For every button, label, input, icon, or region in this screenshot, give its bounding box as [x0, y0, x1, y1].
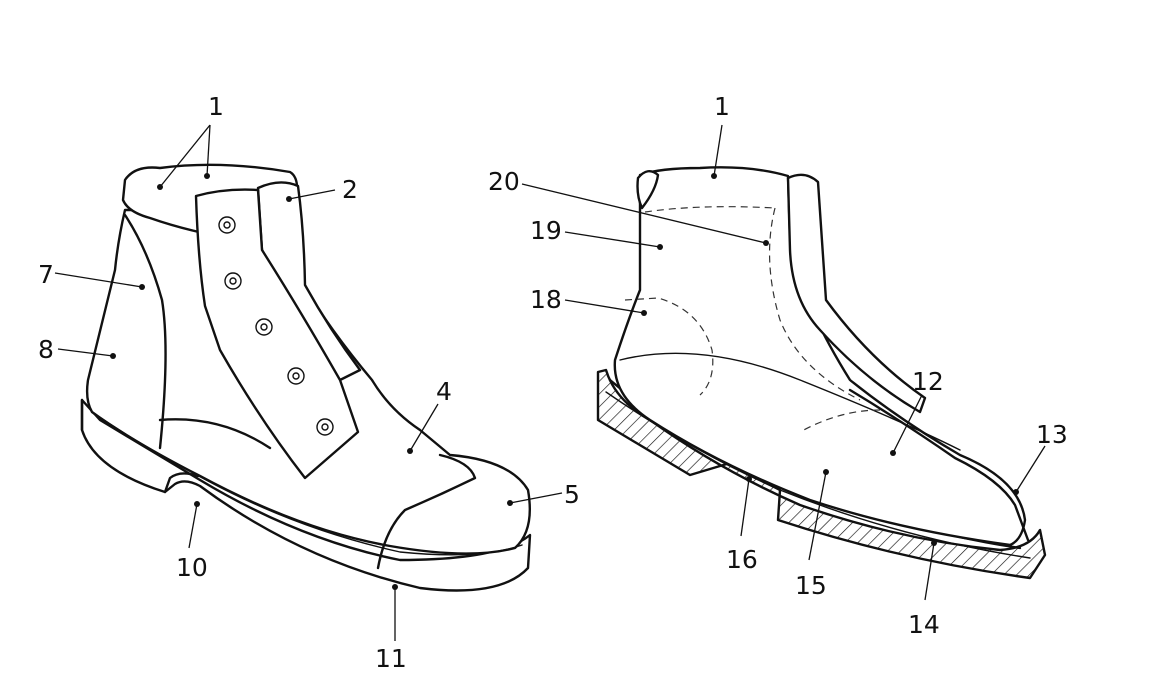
- left-boot-eyelet-flap: [194, 188, 360, 480]
- label-right-16: 16: [726, 545, 758, 574]
- left-boot-outsole: [80, 398, 532, 592]
- right-boot-leaders: [521, 124, 1046, 601]
- label-left-1: 1: [208, 92, 224, 121]
- label-right-14: 14: [908, 610, 940, 639]
- label-left-10: 10: [176, 553, 208, 582]
- right-boot-dashed-lining: [768, 207, 861, 401]
- left-boot-quarter-line: [123, 213, 167, 450]
- right-boot-reference-numbers: 1 20 19 18 12 13 16 15 14: [488, 92, 1068, 639]
- right-boot-dashed-counter: [624, 297, 714, 396]
- right-boot-toe-box: [848, 388, 1030, 542]
- label-right-12: 12: [912, 367, 944, 396]
- right-boot-drawing: 1 20 19 18 12 13 16 15 14: [488, 92, 1068, 639]
- left-boot-reference-numbers: 1 2 7 8 4 5 10 11: [38, 92, 580, 673]
- label-left-2: 2: [342, 175, 358, 204]
- label-left-4: 4: [436, 377, 452, 406]
- right-boot-dashed-collar: [644, 206, 776, 213]
- label-left-7: 7: [38, 260, 54, 289]
- right-boot-upper: [613, 166, 1027, 547]
- label-right-15: 15: [795, 571, 827, 600]
- label-right-18: 18: [530, 285, 562, 314]
- label-left-11: 11: [375, 644, 407, 673]
- left-boot-vamp-line: [158, 418, 272, 450]
- left-boot-welt: [91, 411, 523, 556]
- right-boot-inner-line: [619, 352, 961, 451]
- left-boot-leaders: [54, 124, 563, 641]
- left-boot-drawing: 1 2 7 8 4 5 10 11: [38, 92, 580, 673]
- left-boot-toecap: [376, 453, 477, 570]
- left-boot-eyelets: [218, 216, 334, 436]
- right-boot-tongue: [786, 173, 927, 414]
- label-right-19: 19: [530, 216, 562, 245]
- right-boot-collar-rear: [636, 170, 660, 210]
- right-boot-dashed-toe: [799, 409, 881, 433]
- label-left-5: 5: [564, 480, 580, 509]
- left-boot-heel: [80, 398, 200, 494]
- label-right-13: 13: [1036, 420, 1068, 449]
- label-right-1: 1: [714, 92, 730, 121]
- label-left-8: 8: [38, 335, 54, 364]
- label-right-20: 20: [488, 167, 520, 196]
